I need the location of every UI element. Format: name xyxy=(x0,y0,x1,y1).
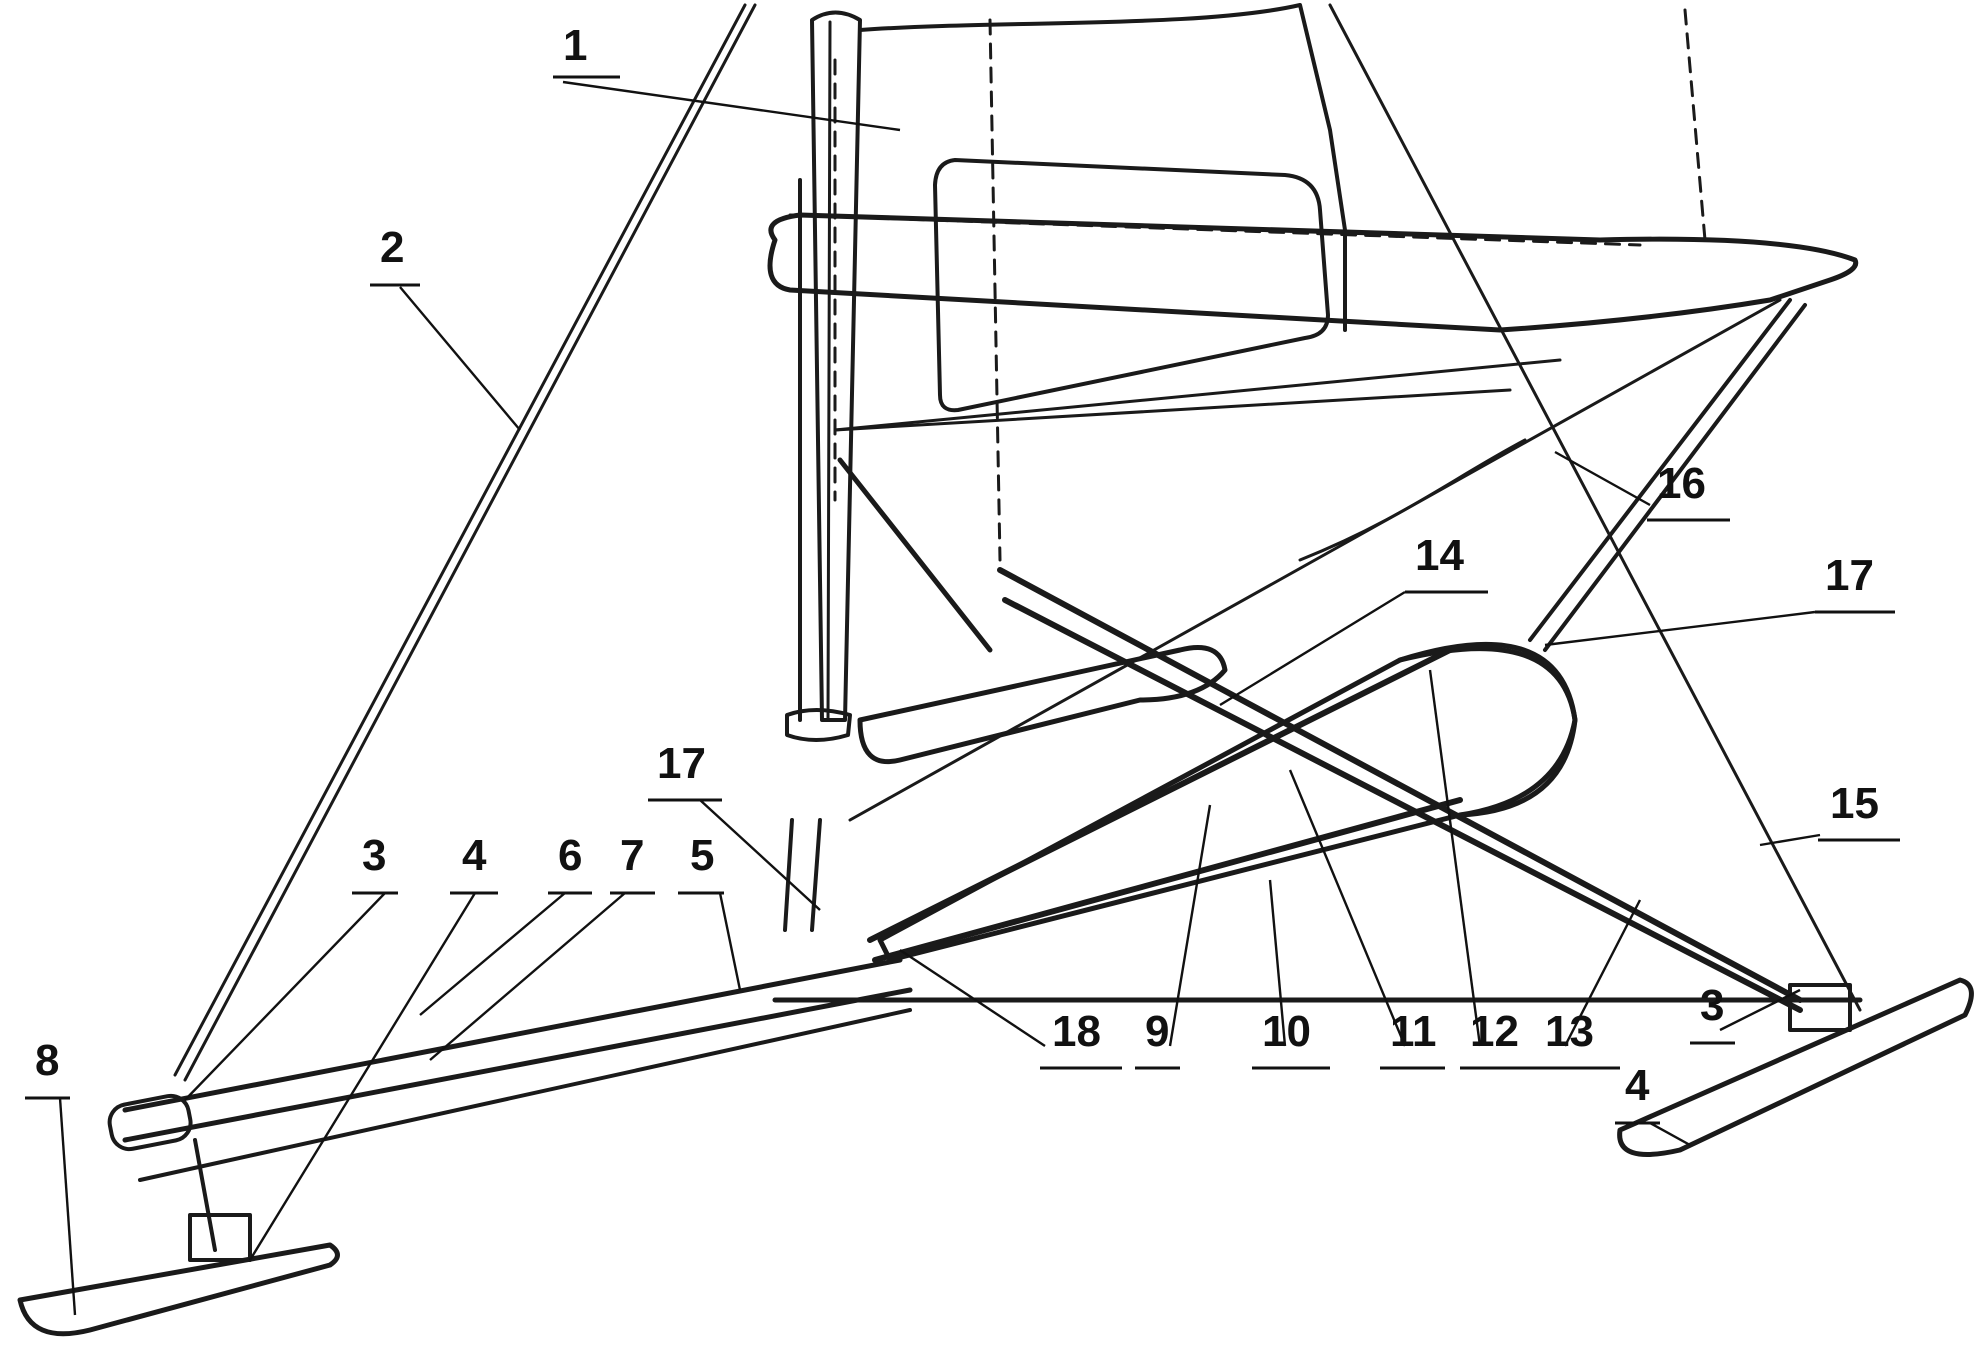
seat-rim xyxy=(1397,641,1578,818)
callout-c9: 9 xyxy=(1135,804,1212,1070)
leader-line xyxy=(184,892,386,1101)
callout-number: 10 xyxy=(1262,1007,1311,1056)
leader-line xyxy=(429,892,626,1061)
leader-line xyxy=(399,286,521,431)
leader-line xyxy=(1219,590,1406,707)
callout-number: 15 xyxy=(1830,779,1879,828)
callout-number: 18 xyxy=(1052,1007,1101,1056)
callout-number: 17 xyxy=(657,739,706,788)
callout-number: 4 xyxy=(1625,1061,1650,1110)
leader-line xyxy=(699,799,821,911)
callout-c10: 10 xyxy=(1252,879,1330,1070)
callout-number: 5 xyxy=(690,831,714,880)
right-runner-mount xyxy=(1788,983,1852,1032)
mast xyxy=(783,10,862,932)
leader-line xyxy=(1649,1121,1691,1147)
callout-c11: 11 xyxy=(1288,769,1445,1070)
callout-c18: 18 xyxy=(899,948,1122,1070)
callout-c15: 15 xyxy=(1759,779,1900,847)
callout-c16: 16 xyxy=(1554,450,1730,522)
right-runner xyxy=(1617,977,1974,1157)
forestay xyxy=(183,3,757,1082)
leader-line xyxy=(1288,769,1407,1047)
leader-line xyxy=(1544,610,1816,647)
callout-c7: 7 xyxy=(429,831,655,1061)
callout-number: 9 xyxy=(1145,1007,1169,1056)
callout-number: 3 xyxy=(362,831,386,880)
callout-c5: 5 xyxy=(678,831,742,991)
leader-line xyxy=(1759,833,1821,847)
callout-number: 17 xyxy=(1825,551,1874,600)
callout-number: 2 xyxy=(380,223,404,272)
leader-line xyxy=(1719,988,1801,1032)
callout-c1: 1 xyxy=(553,21,901,132)
leader-line xyxy=(419,892,566,1016)
leader-line xyxy=(1554,450,1651,507)
callout-number: 13 xyxy=(1545,1007,1594,1056)
leader-line xyxy=(1563,899,1642,1047)
leader-line xyxy=(1268,879,1287,1047)
callout-c17b: 17 xyxy=(1544,551,1895,647)
sail-window xyxy=(933,158,1330,413)
callout-number: 12 xyxy=(1470,1007,1519,1056)
callout-c3a: 3 xyxy=(184,831,398,1101)
callout-number: 7 xyxy=(620,831,644,880)
leader-line xyxy=(1428,669,1482,1047)
callout-c4a: 4 xyxy=(248,831,498,1261)
callout-c13: 13 xyxy=(1535,899,1642,1070)
callout-number: 16 xyxy=(1657,459,1706,508)
front-runner xyxy=(17,1138,340,1337)
leader-line xyxy=(562,80,901,132)
shroud-2 xyxy=(1543,303,1807,652)
callout-c4b: 4 xyxy=(1615,1061,1691,1147)
callout-c3b: 3 xyxy=(1690,981,1801,1045)
callout-number: 4 xyxy=(462,831,487,880)
callout-c2: 2 xyxy=(370,223,521,431)
leader-line xyxy=(58,1097,77,1316)
forestay-2 xyxy=(173,3,747,1077)
leader-line xyxy=(248,892,477,1261)
sail xyxy=(788,3,1707,562)
leader-line xyxy=(899,948,1046,1048)
callout-number: 1 xyxy=(563,21,587,70)
main-beam xyxy=(107,957,913,1182)
leader-line xyxy=(718,892,742,991)
callout-number: 6 xyxy=(558,831,582,880)
callout-c17a: 17 xyxy=(648,739,821,911)
callout-c8: 8 xyxy=(25,1036,77,1316)
callout-number: 14 xyxy=(1415,531,1464,580)
callout-c12: 12 xyxy=(1428,669,1545,1070)
shroud xyxy=(1528,298,1792,642)
callout-number: 11 xyxy=(1390,1007,1437,1056)
callout-number: 8 xyxy=(35,1036,59,1085)
callout-c14: 14 xyxy=(1219,531,1488,707)
callout-number: 3 xyxy=(1700,981,1724,1030)
leader-line xyxy=(1168,804,1212,1047)
callout-c6: 6 xyxy=(419,831,592,1016)
left-runner xyxy=(857,645,1228,764)
